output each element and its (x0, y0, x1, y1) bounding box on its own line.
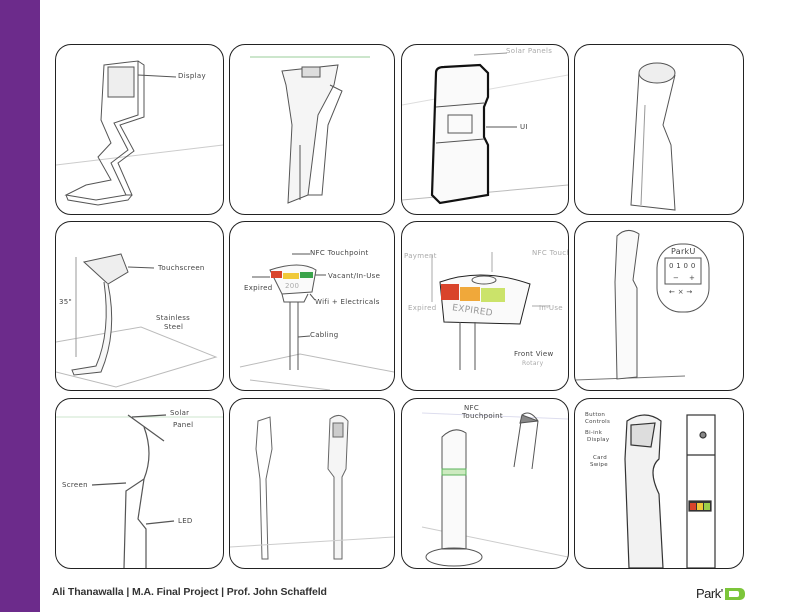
parku-brand: ParkU (671, 247, 696, 256)
sketch-card-5: Touchscreen 35" Stainless Steel (55, 221, 224, 391)
annotation-expired: Expired (244, 284, 273, 292)
slanted-pillar-sketch (630, 62, 676, 211)
annotation-solar-panels: Solar Panels (506, 47, 553, 55)
parku-pillar-sketch (575, 230, 710, 381)
annotation-expired: Expired (408, 304, 437, 312)
annotation-stainless: Stainless (156, 314, 191, 322)
annotation-rotary: Rotary (522, 360, 544, 367)
logo-d-mark (724, 588, 745, 600)
annotation-solar: Solar (170, 409, 190, 417)
annotation-button: Button (585, 412, 606, 418)
sketch-card-2 (229, 44, 395, 215)
bollard-sketch (421, 412, 568, 567)
annotation-payment: Payment (404, 252, 437, 260)
sketch-card-11: NFC Touchpoint (401, 398, 569, 569)
annotation-controls: Controls (585, 419, 611, 425)
sketch-card-12: Button Controls Bi-ink Display Card Swip… (574, 398, 744, 569)
annotation-swipe: Swipe (590, 462, 608, 468)
solar-panel-pole-sketch (56, 414, 223, 568)
annotation-nfc-touch: NFC Touch (532, 249, 569, 257)
annotation-vacant-in-use: Vacant/In-Use (328, 272, 381, 280)
sketch-card-8: ParkU 0 1 0 0 − + ← × → (574, 221, 744, 391)
sketch-card-7: Payment NFC Touch Expired In-Use EXPIRED… (401, 221, 569, 391)
sketch-card-10 (229, 398, 395, 569)
parku-nav-buttons: ← × → (669, 288, 693, 296)
annotation-touchpoint: Touchpoint (462, 412, 503, 420)
meter-front-view-sketch (431, 252, 550, 370)
annotation-display: Display (178, 72, 206, 80)
annotation-nfc: NFC (464, 404, 480, 412)
annotation-height: 35" (59, 298, 73, 306)
sketch-card-9: Solar Panel Screen LED (55, 398, 224, 569)
annotation-ui: UI (520, 123, 528, 131)
sketch-card-4 (574, 44, 744, 215)
annotation-steel: Steel (164, 323, 184, 331)
purple-sidebar (0, 0, 40, 612)
annotation-wifi-electricals: Wifi + Electricals (315, 298, 380, 306)
bi-ink-display-pillar-sketch (624, 414, 716, 568)
tall-panel-kiosk-sketch (402, 52, 568, 205)
annotation-front-view: Front View (514, 350, 554, 358)
sketch-card-6: NFC Touchpoint Vacant/In-Use Expired Wif… (229, 221, 395, 391)
parkd-logo: Park' (696, 584, 745, 602)
twin-pole-sketch (230, 415, 394, 560)
logo-text: Park' (696, 586, 723, 601)
annotation-touchscreen: Touchscreen (158, 264, 205, 272)
parku-digits: 0 1 0 0 (669, 262, 696, 270)
annotation-display: Display (587, 437, 610, 443)
zigzag-kiosk-sketch (56, 60, 223, 206)
sketch-card-3: Solar Panels UI (401, 44, 569, 215)
annotation-card: Card (593, 455, 608, 461)
parku-minus-button: − (673, 274, 680, 282)
sketch-card-1: Display (55, 44, 224, 215)
annotation-cabling: Cabling (310, 331, 339, 339)
pole-meter-sketch (239, 253, 394, 390)
meter-number: 200 (285, 282, 300, 290)
annotation-in-use: In-Use (539, 304, 563, 312)
footer-credits: Ali Thanawalla | M.A. Final Project | Pr… (52, 586, 327, 598)
annotation-nfc-touchpoint: NFC Touchpoint (310, 249, 369, 257)
touchscreen-kiosk-sketch (56, 253, 218, 388)
curved-pillar-sketch (250, 56, 370, 204)
parku-plus-button: + (689, 274, 696, 282)
annotation-led: LED (178, 517, 193, 525)
annotation-panel: Panel (173, 421, 194, 429)
annotation-screen: Screen (62, 481, 88, 489)
annotation-bi-ink: Bi-ink (585, 430, 603, 436)
